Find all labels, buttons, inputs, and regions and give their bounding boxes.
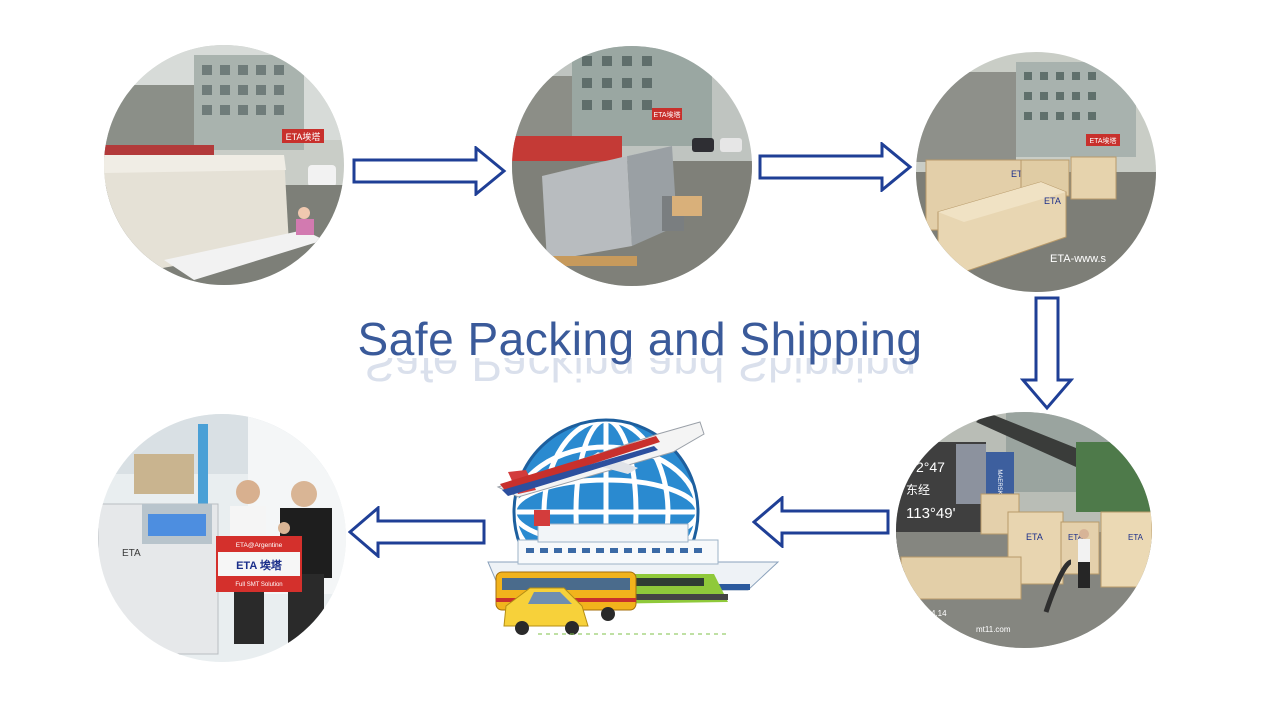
airplane-icon (496, 421, 705, 498)
page-title: Safe Packing and Shipping (357, 313, 923, 365)
overlay-text: mt11.com (976, 625, 1011, 634)
photo-sign-text: ETA埃塔 (1089, 136, 1116, 145)
crate-label: ETA (1068, 533, 1084, 542)
photo-customer-delivery: ETA ETA@Argentine ETA 埃塔 Full SMT Soluti… (98, 414, 346, 662)
overlay-text: 东经 (906, 483, 930, 497)
watermark-text: ETA-www.s (1050, 253, 1107, 265)
photo-truck-loading: MAERSK ETA ETA ETA 2°47 东经 113°49' 4.14 … (896, 412, 1152, 648)
overlay-text: 4.14 (931, 609, 947, 618)
car-icon (503, 587, 589, 635)
arrow-right-icon (352, 146, 507, 196)
overlay-text: 2°47 (916, 459, 945, 475)
banner-logo: ETA 埃塔 (236, 558, 283, 572)
crate-label: ETA (1044, 196, 1061, 206)
arrow-right-icon (758, 142, 913, 192)
transport-illustration (487, 417, 780, 635)
overlay-text: 113°49' (906, 505, 956, 522)
truck-text: MAERSK (996, 469, 1002, 494)
photo-foil-wrapped: ETA埃塔 (512, 46, 752, 286)
crate-label: ETA (1026, 532, 1043, 542)
crate-label: ETA (1128, 533, 1144, 542)
arrow-left-icon (752, 496, 890, 548)
photo-sign-text: ETA埃塔 (286, 131, 321, 142)
banner-text: ETA@Argentine (236, 542, 283, 549)
page-title-reflection: Safe Packing and Shipping (363, 358, 917, 388)
machine-label: ETA (122, 548, 141, 559)
banner-text: Full SMT Solution (235, 582, 282, 588)
photo-wrapped-machine: ETA埃塔 (104, 45, 344, 285)
arrow-left-icon (348, 506, 486, 558)
arrow-down-icon (1020, 296, 1074, 411)
photo-sign-text: ETA埃塔 (653, 110, 680, 119)
page-title-block: Safe Packing and Shipping Safe Packing a… (330, 312, 950, 402)
photo-wooden-crates: ETA埃塔 ETA ETA ETA-www.s (916, 52, 1156, 292)
crate-label: ETA (1011, 169, 1028, 179)
